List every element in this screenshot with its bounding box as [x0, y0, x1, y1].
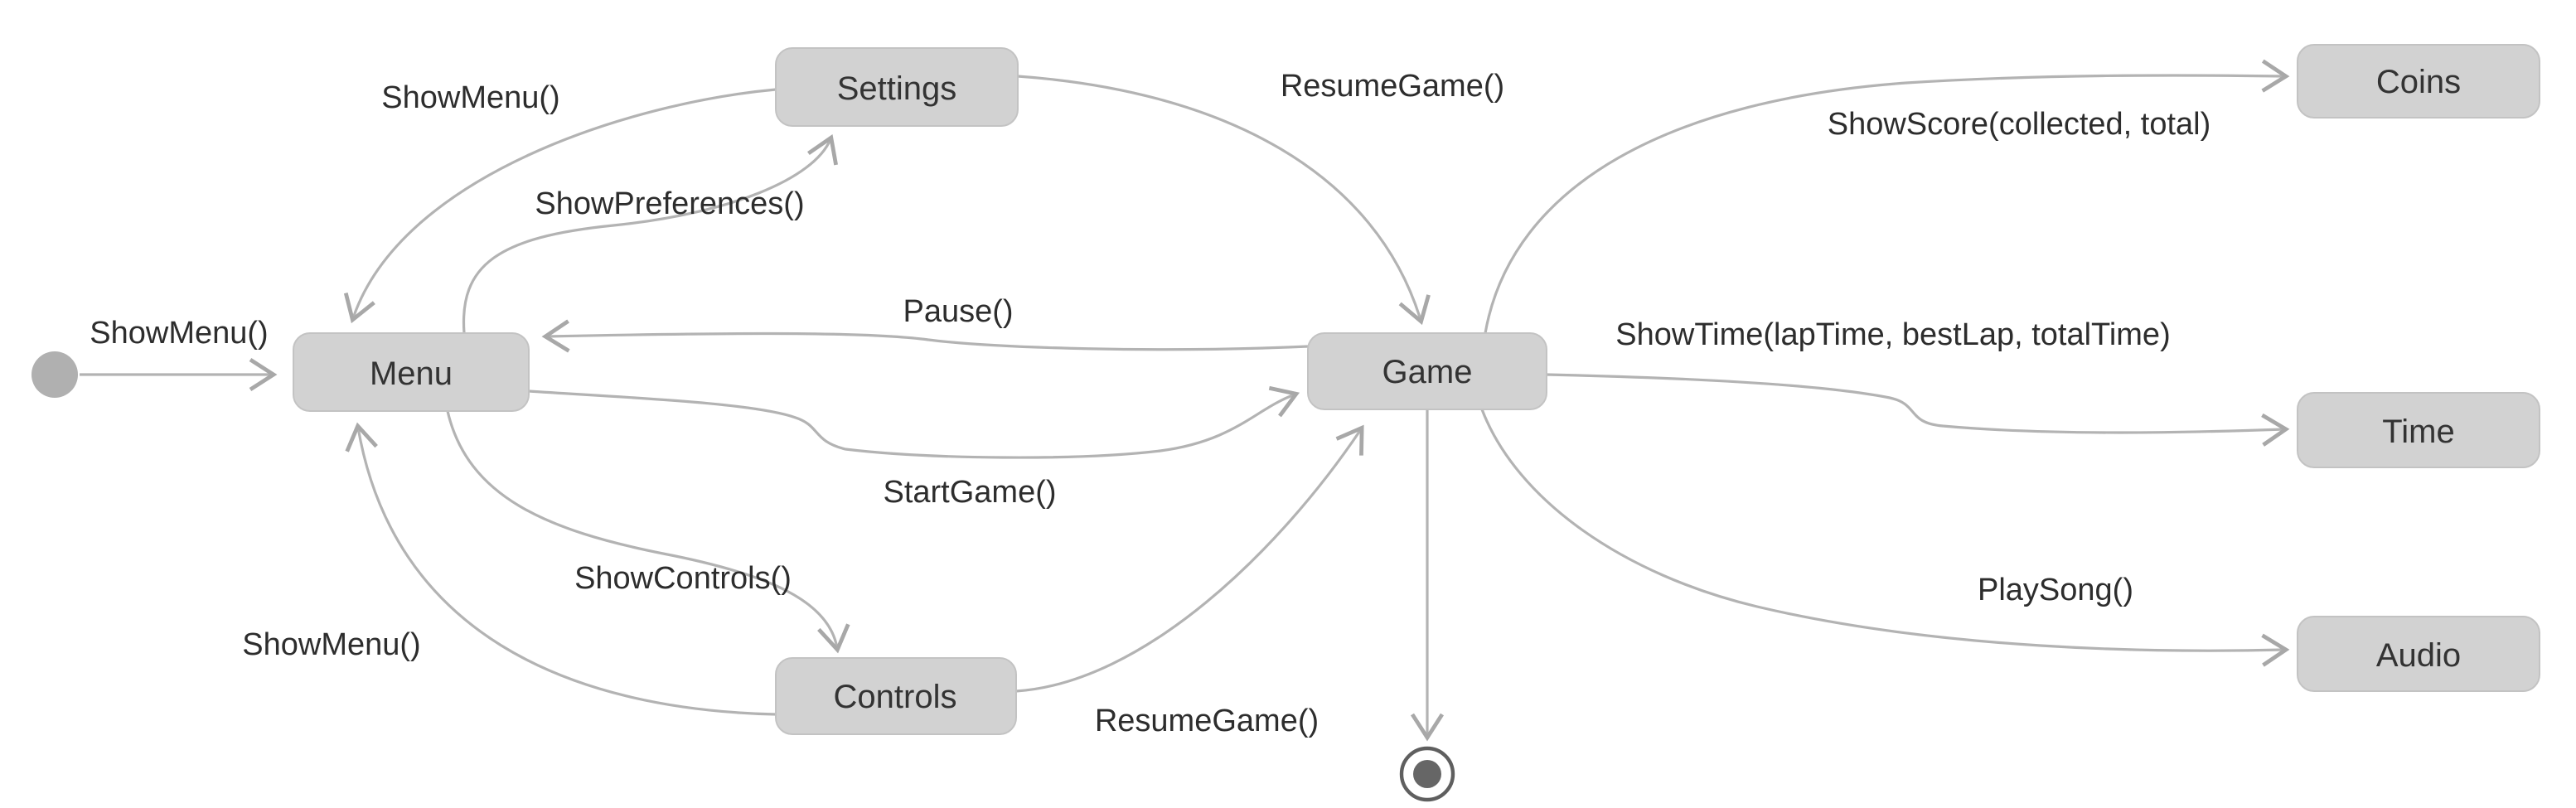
state-audio: Audio [2297, 616, 2540, 692]
state-controls-label: Controls [834, 679, 957, 715]
label-startgame: StartGame() [883, 475, 1056, 510]
transition-game-to-audio [1480, 409, 2290, 667]
transition-controls-to-menu [345, 422, 777, 716]
transition-controls-to-game [1015, 424, 1364, 693]
transition-settings-to-game [1017, 75, 1431, 326]
label-settings-showmenu: ShowMenu() [381, 80, 559, 115]
label-showscore: ShowScore(collected, total) [1828, 107, 2211, 142]
label-controls-showmenu: ShowMenu() [242, 627, 420, 662]
state-menu-label: Menu [370, 356, 453, 392]
label-initial-showmenu: ShowMenu() [90, 316, 268, 351]
state-coins: Coins [2297, 44, 2540, 119]
state-coins-label: Coins [2376, 64, 2461, 100]
label-resumegame-bottom: ResumeGame() [1095, 704, 1319, 738]
label-showtime: ShowTime(lapTime, bestLap, totalTime) [1615, 317, 2170, 352]
transition-menu-to-controls [446, 410, 850, 654]
transition-game-to-coins [1484, 59, 2290, 334]
state-menu: Menu [293, 332, 530, 412]
state-settings-label: Settings [837, 70, 957, 107]
state-game-label: Game [1382, 354, 1473, 390]
label-resumegame-top: ResumeGame() [1281, 69, 1504, 104]
label-pause: Pause() [903, 294, 1013, 329]
transition-game-to-menu [541, 319, 1309, 353]
final-state-circle [1399, 746, 1455, 802]
transition-game-to-time [1546, 373, 2290, 447]
transition-menu-to-game [528, 385, 1300, 459]
state-time-label: Time [2382, 414, 2454, 450]
state-controls: Controls [775, 657, 1017, 735]
state-audio-label: Audio [2376, 637, 2461, 674]
label-showcontrols: ShowControls() [574, 561, 792, 596]
transition-settings-to-menu [343, 88, 777, 324]
transition-menu-to-settings [462, 134, 838, 334]
state-settings: Settings [775, 47, 1019, 127]
initial-state-dot [31, 351, 78, 398]
label-playsong: PlaySong() [1978, 573, 2133, 607]
state-time: Time [2297, 392, 2540, 468]
state-game: Game [1307, 332, 1547, 410]
label-showpreferences: ShowPreferences() [535, 186, 804, 221]
